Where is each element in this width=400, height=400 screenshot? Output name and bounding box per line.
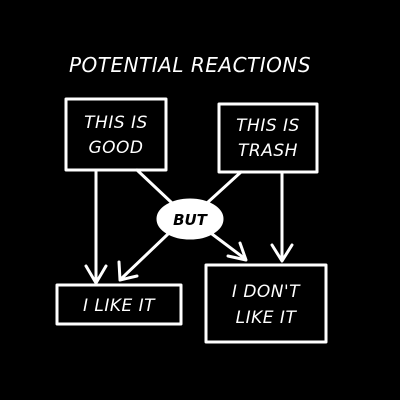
box-this-is-good: [64, 97, 168, 172]
box-dislike-line-1: I DON'T: [232, 282, 301, 302]
but-connector-oval: [156, 198, 224, 240]
box-trash-line-2: TRASH: [238, 141, 298, 161]
arrowhead-but-to-like: [117, 260, 139, 282]
arrowhead-but-to-dislike: [226, 241, 248, 262]
box-this-is-trash: [217, 102, 319, 174]
edge-but-to-like: [120, 232, 170, 280]
box-trash-line-1: THIS IS: [236, 116, 300, 136]
box-good-line-1: THIS IS: [84, 113, 148, 133]
edge-trash-to-but: [205, 170, 243, 205]
box-good-line-2: GOOD: [88, 138, 143, 158]
edge-good-to-but: [135, 168, 174, 205]
box-like-label: I LIKE IT: [83, 296, 156, 316]
box-i-dont-like-it: [204, 263, 328, 344]
but-label: BUT: [173, 211, 209, 229]
edge-but-to-dislike: [210, 232, 246, 260]
diagram-title: POTENTIAL REACTIONS: [69, 53, 311, 77]
box-dislike-line-2: LIKE IT: [236, 308, 298, 328]
arrowhead-trash-to-dislike: [270, 243, 294, 263]
box-i-like-it: [55, 283, 183, 326]
arrowhead-good-to-like: [84, 264, 108, 285]
